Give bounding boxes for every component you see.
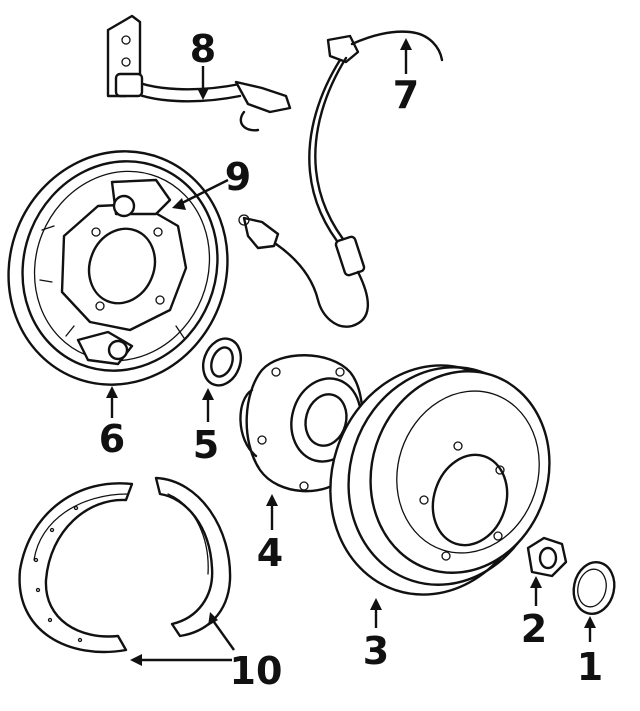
part-1-cap	[572, 561, 616, 615]
callout-labels: 8 7 9 6 5 4 3 2 1 10	[99, 27, 603, 693]
callout-4: 4	[257, 531, 283, 575]
callout-1: 1	[577, 645, 603, 689]
part-7-abs-sensor-wire	[238, 30, 444, 328]
callout-3: 3	[363, 629, 389, 673]
callout-7: 7	[393, 73, 419, 117]
part-2-nut	[526, 536, 568, 578]
callout-9: 9	[225, 155, 251, 199]
callout-8: 8	[190, 27, 216, 71]
leader-arrows	[106, 38, 596, 666]
part-10-brake-shoes	[18, 476, 232, 654]
callout-5: 5	[193, 423, 219, 467]
part-3-brake-drum	[329, 364, 551, 596]
callout-6: 6	[99, 417, 125, 461]
part-5-seal	[201, 337, 243, 387]
part-8-brake-hose	[106, 14, 292, 132]
part-6-backing-plate	[7, 150, 229, 386]
callout-2: 2	[521, 607, 547, 651]
callout-10: 10	[230, 649, 283, 693]
